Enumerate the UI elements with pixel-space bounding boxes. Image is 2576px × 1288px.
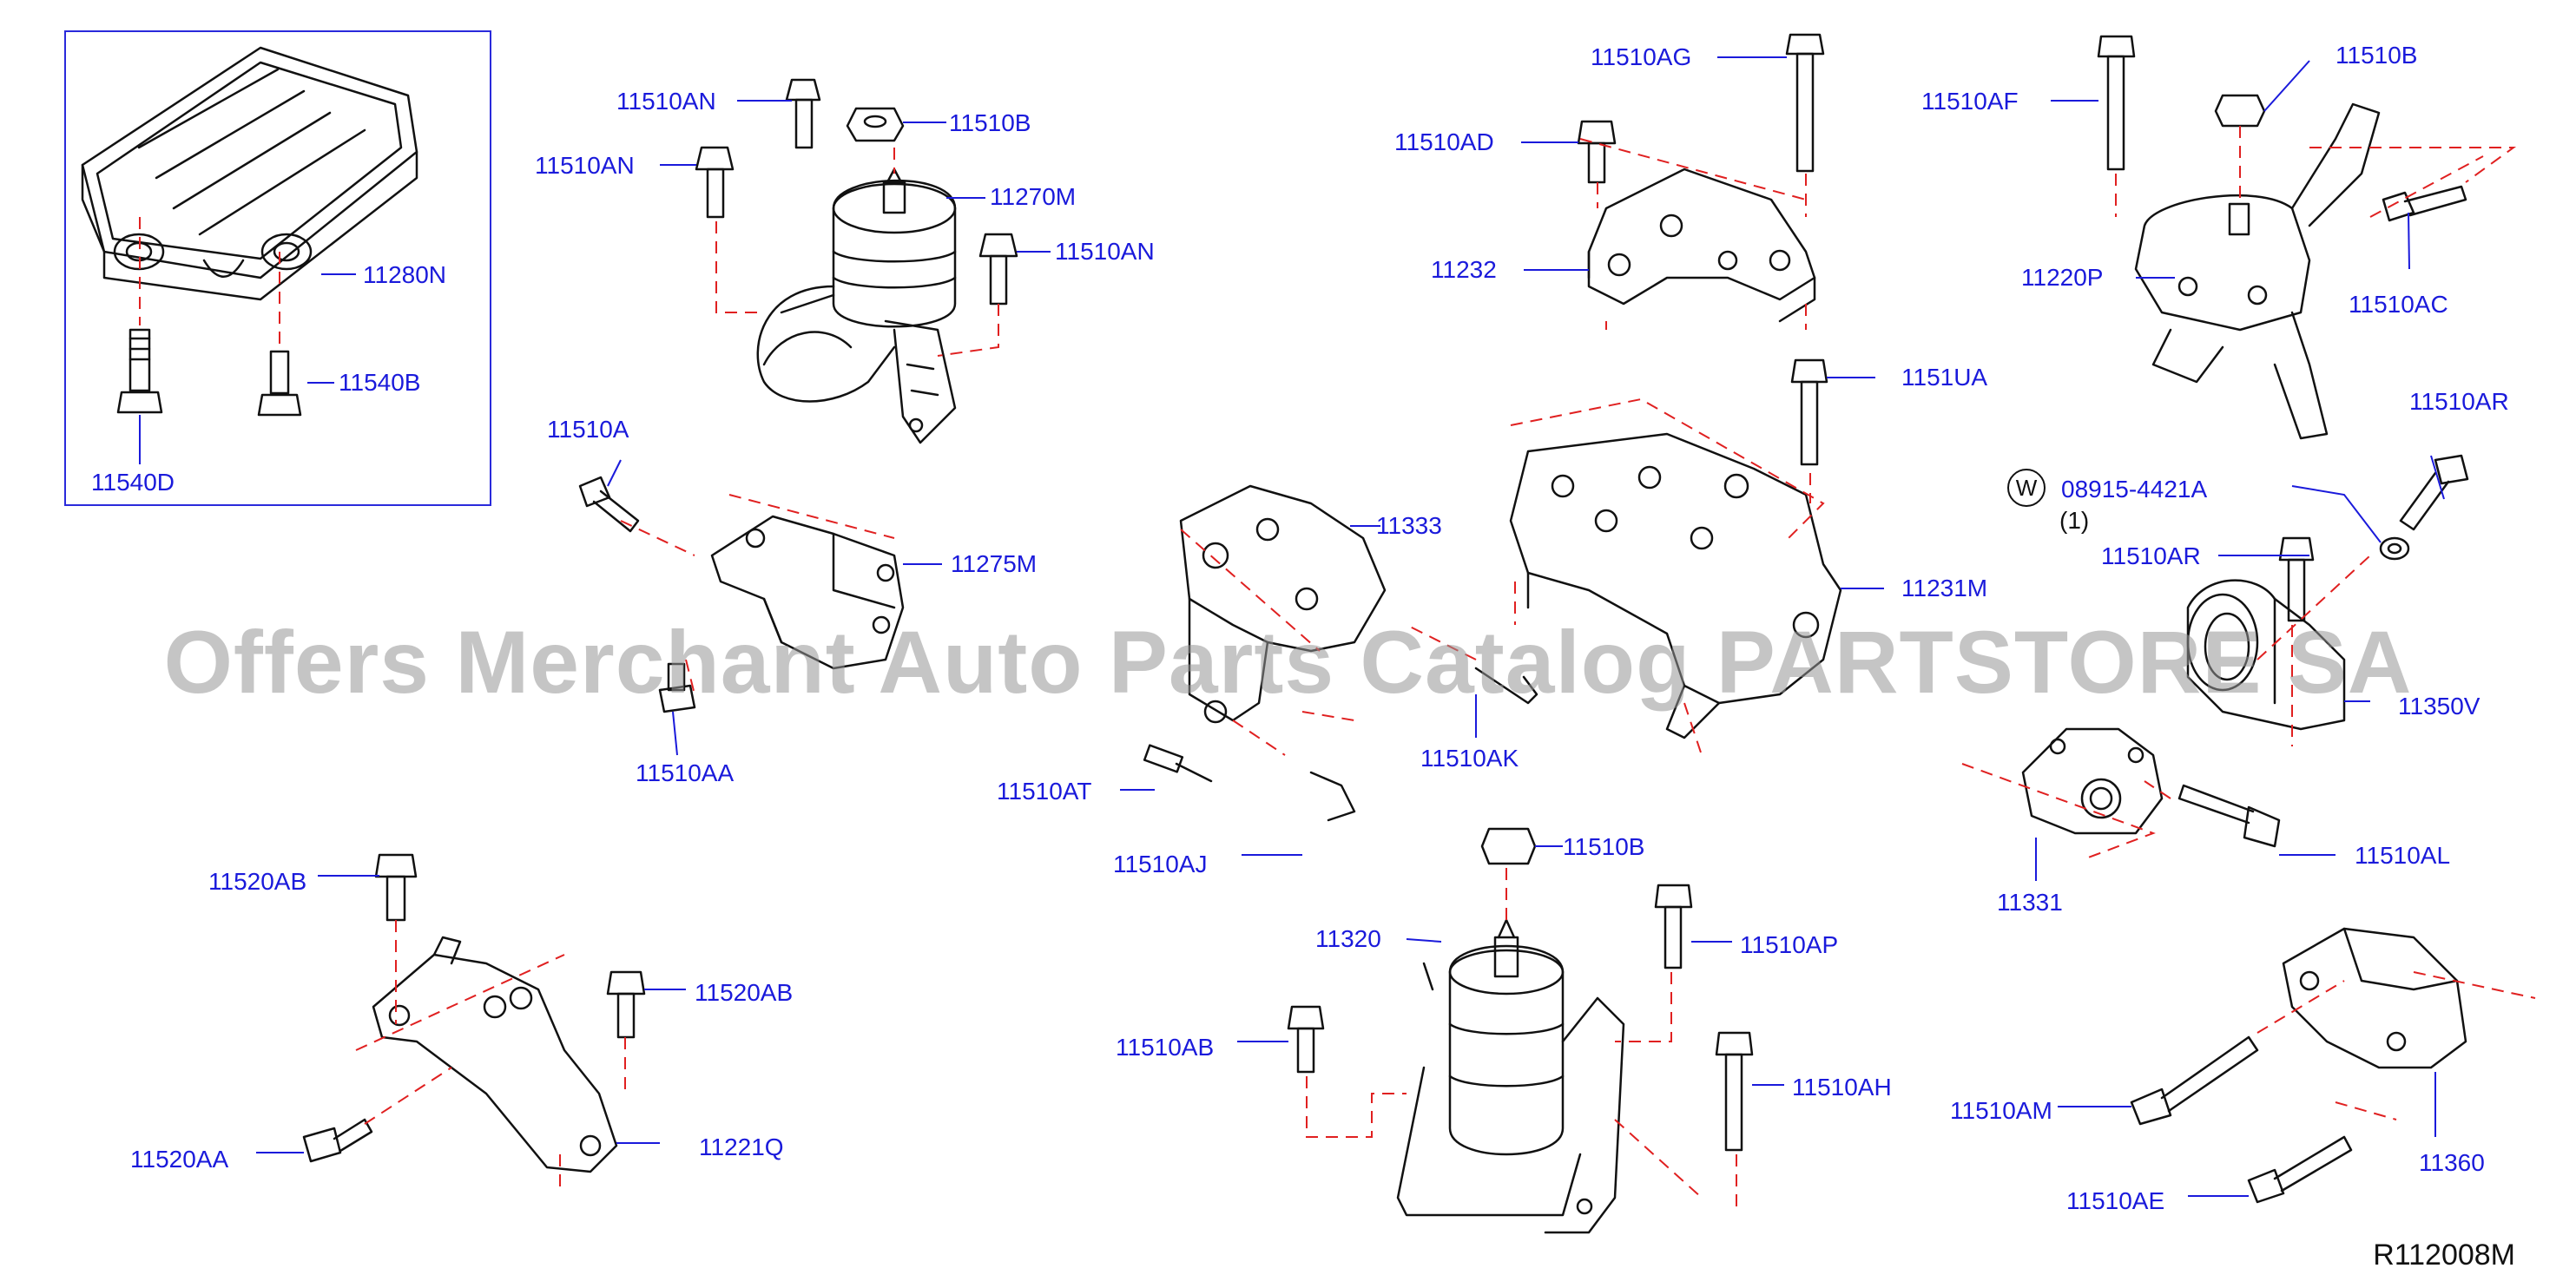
label-11510AR-a[interactable]: 11510AR — [2409, 388, 2509, 415]
part-11350V-mount — [2186, 579, 2346, 731]
part-11221Q-bracket — [372, 936, 618, 1173]
label-11510AT[interactable]: 11510AT — [997, 778, 1092, 805]
label-08915-quantity: (1) — [2059, 507, 2090, 534]
assembly-dashes — [139, 126, 2536, 1206]
bolt-11510AM — [2130, 1035, 2259, 1126]
bolt-11520AB-b — [606, 970, 646, 1039]
nut-11510B-b — [2214, 94, 2266, 128]
label-11510AP[interactable]: 11510AP — [1740, 931, 1839, 958]
label-11350V[interactable]: 11350V — [2398, 693, 2480, 720]
bolt-11510AG — [1785, 33, 1825, 173]
label-08915-4421A[interactable]: 08915-4421A — [2061, 476, 2208, 503]
bolt-11510AL — [2177, 784, 2281, 848]
part-11232-bracket — [1587, 168, 1816, 323]
nut-11510B-a — [846, 107, 905, 142]
part-11360-mount — [2282, 927, 2467, 1069]
label-11510AN-a[interactable]: 11510AN — [616, 88, 716, 115]
bolt-11510AR-b — [2278, 536, 2315, 622]
washer-08915-4421A — [2379, 536, 2410, 561]
label-11280N[interactable]: 11280N — [363, 261, 447, 288]
bolt-11510A — [578, 476, 640, 533]
part-11231M-bracket — [1509, 432, 1842, 739]
label-11510B-a[interactable]: 11510B — [949, 109, 1031, 136]
label-11333[interactable]: 11333 — [1376, 512, 1442, 539]
label-11520AA[interactable]: 11520AA — [130, 1146, 229, 1173]
label-11320[interactable]: 11320 — [1315, 925, 1381, 952]
bolt-11510AP — [1654, 884, 1693, 969]
bolt-11510AH — [1715, 1031, 1754, 1152]
label-11510A[interactable]: 11510A — [547, 416, 629, 443]
label-11510AR-b[interactable]: 11510AR — [2101, 542, 2201, 569]
bolt-11510AF — [2097, 35, 2136, 171]
part-11220P-mount — [2134, 102, 2381, 440]
bolt-11510AT — [1143, 744, 1213, 783]
bolt-11510AD — [1577, 120, 1617, 184]
label-11510AG[interactable]: 11510AG — [1591, 43, 1692, 70]
engine-cover-inset-frame — [64, 30, 491, 506]
label-11510AF[interactable]: 11510AF — [1921, 88, 2019, 115]
label-11510AM[interactable]: 11510AM — [1950, 1097, 2052, 1124]
diagram-id: R112008M — [2373, 1239, 2515, 1272]
w-symbol-icon: W — [2007, 469, 2046, 507]
nut-11510B-c — [1480, 827, 1537, 865]
bolt-11510AE — [2247, 1135, 2353, 1204]
label-11510AN-c[interactable]: 11510AN — [1055, 238, 1155, 265]
bolt-11510AJ — [1309, 771, 1356, 822]
part-11270M-mount — [756, 168, 957, 444]
bolt-11520AA — [302, 1118, 373, 1163]
label-11510AN-b[interactable]: 11510AN — [535, 152, 635, 179]
label-11510AC[interactable]: 11510AC — [2349, 291, 2448, 318]
bolt-11510AA — [658, 662, 696, 713]
label-11331[interactable]: 11331 — [1997, 889, 2063, 916]
label-11220P[interactable]: 11220P — [2021, 264, 2104, 291]
label-1151UA[interactable]: 1151UA — [1901, 364, 1988, 391]
bolt-11510AN-b — [695, 146, 735, 219]
watermark: Offers Merchant Auto Parts Catalog PARTS… — [163, 613, 2413, 712]
label-11221Q[interactable]: 11221Q — [699, 1134, 784, 1160]
label-11510AJ[interactable]: 11510AJ — [1113, 851, 1208, 877]
label-11510AD[interactable]: 11510AD — [1394, 128, 1494, 155]
label-11510AH[interactable]: 11510AH — [1792, 1074, 1892, 1101]
label-11510AL[interactable]: 11510AL — [2355, 842, 2451, 869]
bolt-11510AB — [1287, 1005, 1325, 1074]
leader-lines — [139, 56, 2445, 1197]
bolt-11510AR-a — [2399, 454, 2469, 531]
label-11540B[interactable]: 11540B — [339, 369, 421, 396]
label-11520AB-a[interactable]: 11520AB — [208, 868, 307, 895]
bolt-11520AB-a — [374, 853, 418, 922]
bolt-11540B — [257, 350, 302, 417]
label-11510AA[interactable]: 11510AA — [636, 759, 735, 786]
label-11275M[interactable]: 11275M — [951, 550, 1038, 577]
label-11232[interactable]: 11232 — [1431, 256, 1497, 283]
bolt-11510AN-c — [978, 233, 1018, 306]
label-11510AK[interactable]: 11510AK — [1420, 745, 1519, 772]
label-11231M[interactable]: 11231M — [1901, 575, 1988, 601]
label-11270M[interactable]: 11270M — [990, 183, 1077, 210]
label-11510AB[interactable]: 11510AB — [1116, 1034, 1215, 1061]
label-11510B-c[interactable]: 11510B — [1563, 833, 1645, 860]
label-11510B-b[interactable]: 11510B — [2336, 42, 2418, 69]
part-11320-mount — [1396, 918, 1625, 1234]
label-11360[interactable]: 11360 — [2419, 1149, 2485, 1176]
part-11331-bracket — [2021, 727, 2164, 835]
bolt-11540D — [116, 328, 163, 414]
bolt-11510AK — [1474, 667, 1538, 705]
label-11540D[interactable]: 11540D — [91, 469, 175, 496]
label-11520AB-b[interactable]: 11520AB — [695, 979, 794, 1006]
label-11510AE[interactable]: 11510AE — [2066, 1187, 2165, 1214]
bolt-11510AN-a — [785, 78, 821, 149]
bolt-1151UA — [1790, 358, 1828, 466]
part-11280N-cover — [81, 46, 418, 301]
part-11275M-bracket — [710, 515, 905, 670]
bolt-11510AC — [2382, 185, 2467, 222]
